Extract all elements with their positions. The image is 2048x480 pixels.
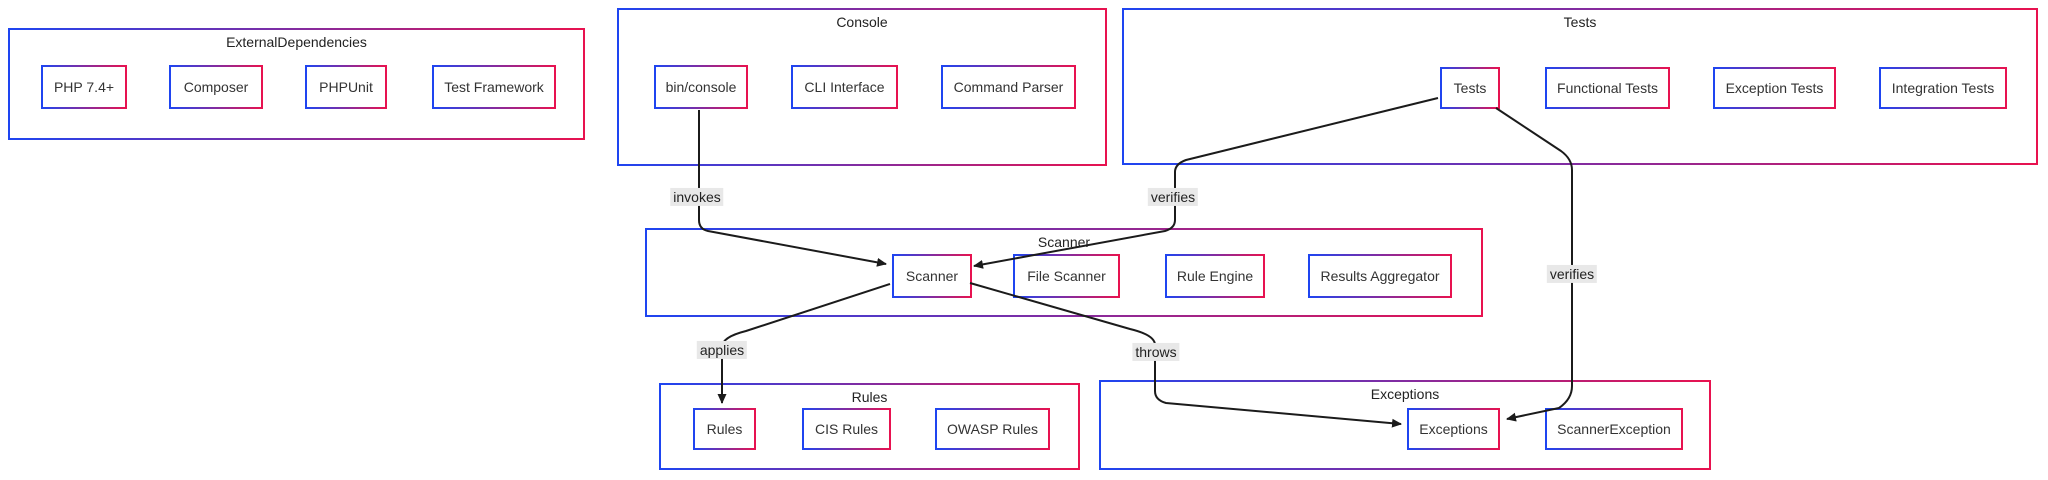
edge-label-verifies-exceptions: verifies — [1546, 264, 1598, 284]
cluster-title-scanner: Scanner — [1037, 234, 1091, 250]
node-command-parser: Command Parser — [941, 65, 1076, 109]
cluster-exceptions: Exceptions Exceptions ScannerException — [1099, 380, 1711, 470]
node-exception-tests: Exception Tests — [1713, 67, 1836, 109]
node-test-framework: Test Framework — [432, 65, 556, 109]
node-composer: Composer — [169, 65, 263, 109]
node-cis-rules: CIS Rules — [802, 408, 891, 450]
node-exceptions: Exceptions — [1407, 408, 1500, 450]
cluster-title-console: Console — [836, 14, 888, 30]
cluster-title-exceptions: Exceptions — [1370, 386, 1440, 402]
node-functional-tests: Functional Tests — [1545, 67, 1670, 109]
edge-label-throws: throws — [1132, 342, 1180, 362]
node-scanner: Scanner — [892, 254, 972, 298]
node-rules: Rules — [693, 408, 756, 450]
node-rule-engine: Rule Engine — [1165, 254, 1265, 298]
edge-label-invokes: invokes — [670, 187, 724, 207]
node-integration-tests: Integration Tests — [1879, 67, 2007, 109]
node-scanner-exception: ScannerException — [1545, 408, 1683, 450]
node-phpunit: PHPUnit — [305, 65, 387, 109]
node-owasp-rules: OWASP Rules — [935, 408, 1050, 450]
cluster-console: Console bin/console CLI Interface Comman… — [617, 8, 1107, 166]
node-results-aggregator: Results Aggregator — [1308, 254, 1452, 298]
cluster-title-rules: Rules — [851, 389, 888, 405]
cluster-scanner: Scanner Scanner File Scanner Rule Engine… — [645, 228, 1483, 317]
cluster-title-tests: Tests — [1563, 14, 1597, 30]
node-php-74: PHP 7.4+ — [41, 65, 127, 109]
edge-label-applies: applies — [696, 340, 748, 360]
cluster-tests: Tests Tests Functional Tests Exception T… — [1122, 8, 2038, 165]
cluster-title-external-dependencies: ExternalDependencies — [226, 34, 367, 50]
node-bin-console: bin/console — [654, 65, 748, 109]
node-cli-interface: CLI Interface — [791, 65, 898, 109]
node-tests: Tests — [1440, 67, 1500, 109]
cluster-external-dependencies: ExternalDependencies PHP 7.4+ Composer P… — [8, 28, 585, 140]
cluster-rules: Rules Rules CIS Rules OWASP Rules — [659, 383, 1080, 470]
edge-label-verifies-scanner: verifies — [1147, 187, 1199, 207]
node-file-scanner: File Scanner — [1013, 254, 1120, 298]
